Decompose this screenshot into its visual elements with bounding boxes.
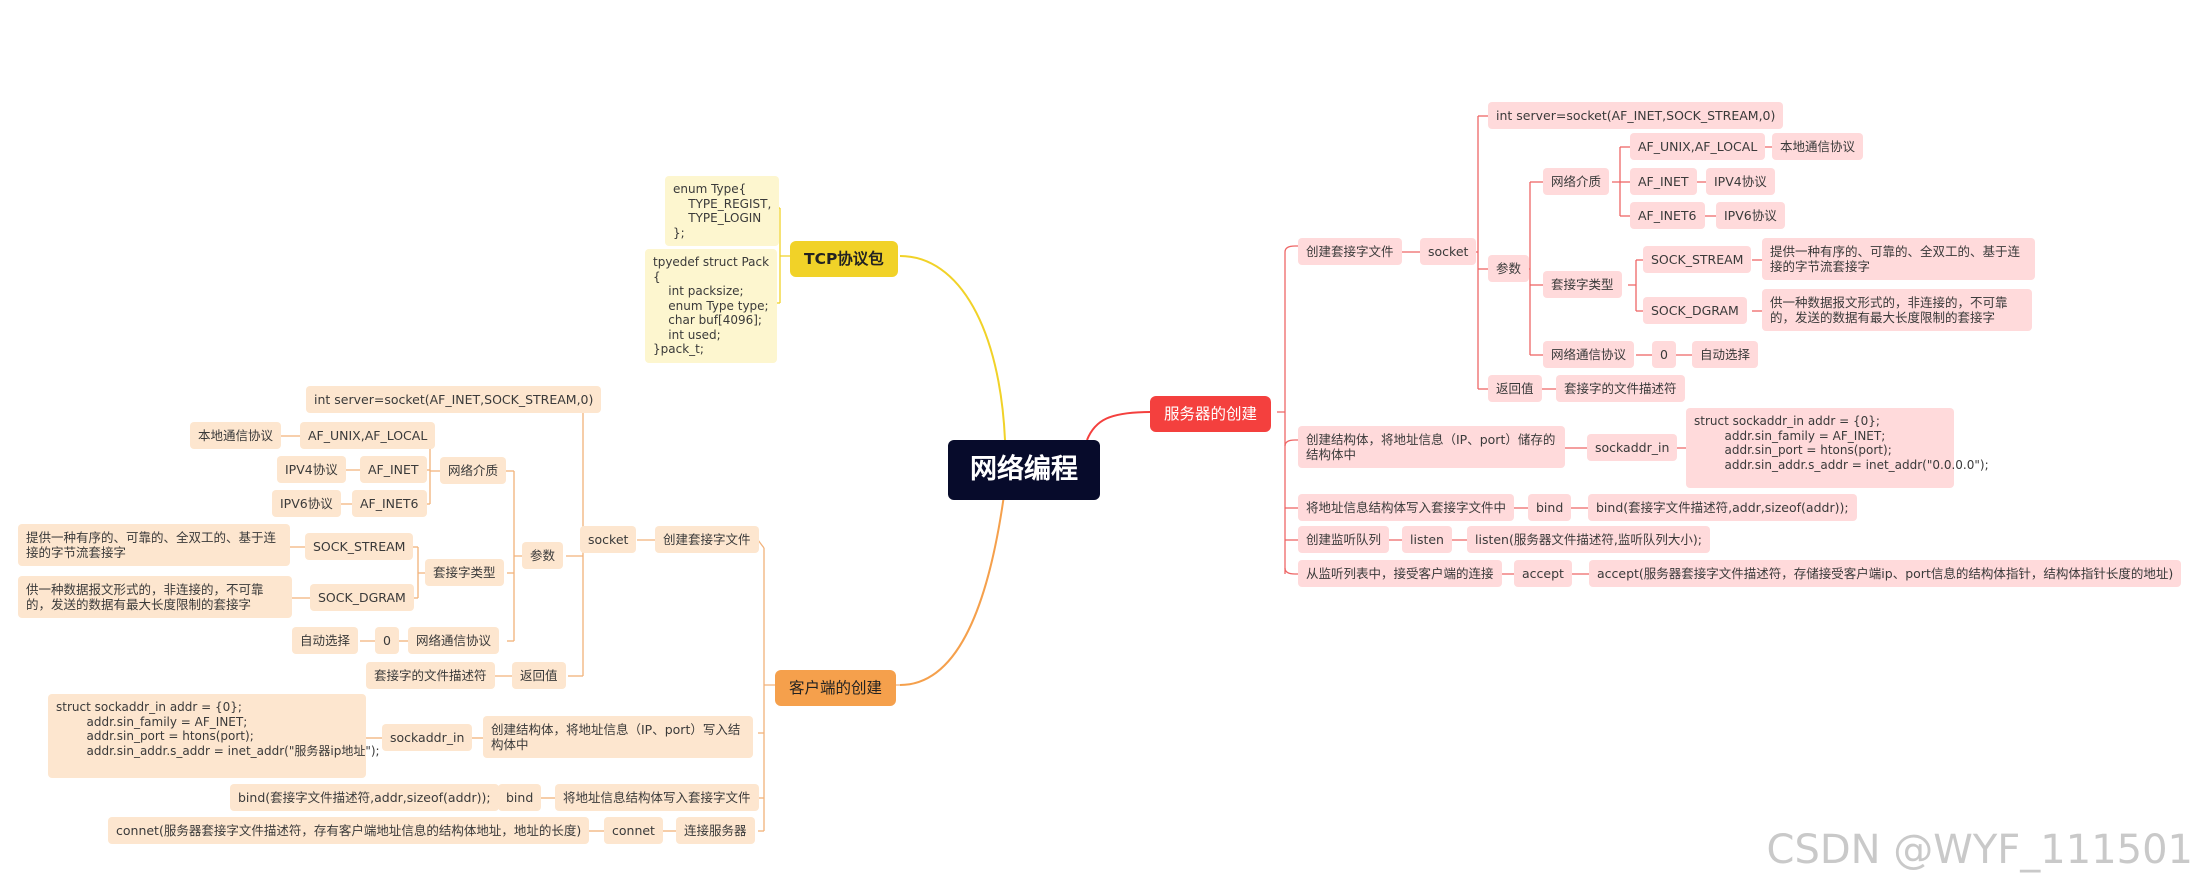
- server-sock-stream-desc[interactable]: 提供一种有序的、可靠的、全双工的、基于连接的字节流套接字: [1762, 238, 2035, 280]
- client-ret-desc[interactable]: 套接字的文件描述符: [366, 662, 495, 689]
- server-ret[interactable]: 返回值: [1488, 375, 1542, 402]
- server-bind-label[interactable]: 将地址信息结构体写入套接字文件中: [1298, 494, 1515, 521]
- client-auto[interactable]: 自动选择: [292, 627, 359, 654]
- server-socket[interactable]: socket: [1420, 238, 1477, 265]
- client-sock-dgram[interactable]: SOCK_DGRAM: [310, 584, 414, 611]
- server-accept[interactable]: accept: [1514, 560, 1572, 587]
- client-af-unix-desc[interactable]: 本地通信协议: [190, 422, 282, 449]
- server-params[interactable]: 参数: [1488, 255, 1530, 282]
- client-params[interactable]: 参数: [522, 542, 564, 569]
- client-bind-call[interactable]: bind(套接字文件描述符,addr,sizeof(addr));: [230, 784, 499, 811]
- server-listen-call[interactable]: listen(服务器文件描述符,监听队列大小);: [1467, 526, 1710, 553]
- server-sockaddr[interactable]: sockaddr_in: [1587, 434, 1678, 461]
- server-af-inet[interactable]: AF_INET: [1630, 168, 1697, 195]
- server-zero[interactable]: 0: [1652, 341, 1676, 368]
- server-accept-call[interactable]: accept(服务器套接字文件描述符，存储接受客户端ip、port信息的结构体指…: [1589, 560, 2182, 587]
- tcp-struct-code[interactable]: tpyedef struct Pack { int packsize; enum…: [645, 249, 778, 363]
- server-accept-label[interactable]: 从监听列表中，接受客户端的连接: [1298, 560, 1502, 587]
- root-topic[interactable]: 网络编程: [948, 440, 1100, 500]
- server-af-inet-desc[interactable]: IPV4协议: [1706, 168, 1775, 195]
- server-bind[interactable]: bind: [1528, 494, 1572, 521]
- server-auto[interactable]: 自动选择: [1692, 341, 1759, 368]
- client-connect-label[interactable]: 连接服务器: [676, 817, 755, 844]
- server-af-unix[interactable]: AF_UNIX,AF_LOCAL: [1630, 133, 1766, 160]
- client-net-medium[interactable]: 网络介质: [440, 457, 507, 484]
- client-sockaddr[interactable]: sockaddr_in: [382, 724, 473, 751]
- client-sock-stream-desc[interactable]: 提供一种有序的、可靠的、全双工的、基于连接的字节流套接字: [18, 524, 290, 566]
- client-af-inet-desc[interactable]: IPV4协议: [277, 456, 346, 483]
- client-zero[interactable]: 0: [375, 627, 399, 654]
- server-bind-call[interactable]: bind(套接字文件描述符,addr,sizeof(addr));: [1588, 494, 1857, 521]
- server-af-unix-desc[interactable]: 本地通信协议: [1772, 133, 1864, 160]
- server-net-medium[interactable]: 网络介质: [1543, 168, 1610, 195]
- client-sock-stream[interactable]: SOCK_STREAM: [305, 533, 414, 560]
- client-af-inet[interactable]: AF_INET: [360, 456, 427, 483]
- client-sock-type[interactable]: 套接字类型: [425, 559, 504, 586]
- server-sock-dgram[interactable]: SOCK_DGRAM: [1643, 297, 1747, 324]
- server-listen[interactable]: listen: [1402, 526, 1452, 553]
- server-socket-call[interactable]: int server=socket(AF_INET,SOCK_STREAM,0): [1488, 102, 1784, 129]
- client-ret[interactable]: 返回值: [512, 662, 566, 689]
- server-listen-label[interactable]: 创建监听队列: [1298, 526, 1390, 553]
- client-af-inet6[interactable]: AF_INET6: [352, 490, 427, 517]
- client-socket[interactable]: socket: [580, 526, 637, 553]
- client-af-inet6-desc[interactable]: IPV6协议: [272, 490, 341, 517]
- client-sock-dgram-desc[interactable]: 供一种数据报文形式的，非连接的，不可靠的，发送的数据有最大长度限制的套接字: [18, 576, 292, 618]
- client-connect[interactable]: connet: [604, 817, 663, 844]
- client-net-proto[interactable]: 网络通信协议: [408, 627, 500, 654]
- client-socket-call[interactable]: int server=socket(AF_INET,SOCK_STREAM,0): [306, 386, 602, 413]
- server-create-struct[interactable]: 创建结构体，将地址信息（IP、port）储存的结构体中: [1298, 426, 1565, 468]
- server-sock-type[interactable]: 套接字类型: [1543, 271, 1622, 298]
- client-bind[interactable]: bind: [498, 784, 542, 811]
- tcp-packet-topic[interactable]: TCP协议包: [790, 241, 898, 277]
- server-ret-desc[interactable]: 套接字的文件描述符: [1556, 375, 1685, 402]
- client-topic[interactable]: 客户端的创建: [775, 670, 897, 706]
- watermark: CSDN @WYF_111501: [1766, 827, 2193, 873]
- server-create-socket[interactable]: 创建套接字文件: [1298, 238, 1402, 265]
- client-create-struct[interactable]: 创建结构体，将地址信息（IP、port）写入结构体中: [483, 716, 753, 758]
- server-af-inet6-desc[interactable]: IPV6协议: [1716, 202, 1785, 229]
- server-sock-stream[interactable]: SOCK_STREAM: [1643, 246, 1752, 273]
- client-bind-label[interactable]: 将地址信息结构体写入套接字文件: [555, 784, 759, 811]
- client-af-unix[interactable]: AF_UNIX,AF_LOCAL: [300, 422, 436, 449]
- client-connect-call[interactable]: connet(服务器套接字文件描述符，存有客户端地址信息的结构体地址，地址的长度…: [108, 817, 590, 844]
- tcp-enum-code[interactable]: enum Type{ TYPE_REGIST, TYPE_LOGIN };: [665, 176, 780, 246]
- server-topic[interactable]: 服务器的创建: [1150, 396, 1272, 432]
- server-net-proto[interactable]: 网络通信协议: [1543, 341, 1635, 368]
- client-create-socket[interactable]: 创建套接字文件: [655, 526, 759, 553]
- server-sock-dgram-desc[interactable]: 供一种数据报文形式的，非连接的，不可靠的，发送的数据有最大长度限制的套接字: [1762, 289, 2032, 331]
- server-af-inet6[interactable]: AF_INET6: [1630, 202, 1705, 229]
- server-struct-code[interactable]: struct sockaddr_in addr = {0}; addr.sin_…: [1686, 408, 1989, 488]
- client-struct-code[interactable]: struct sockaddr_in addr = {0}; addr.sin_…: [48, 694, 380, 778]
